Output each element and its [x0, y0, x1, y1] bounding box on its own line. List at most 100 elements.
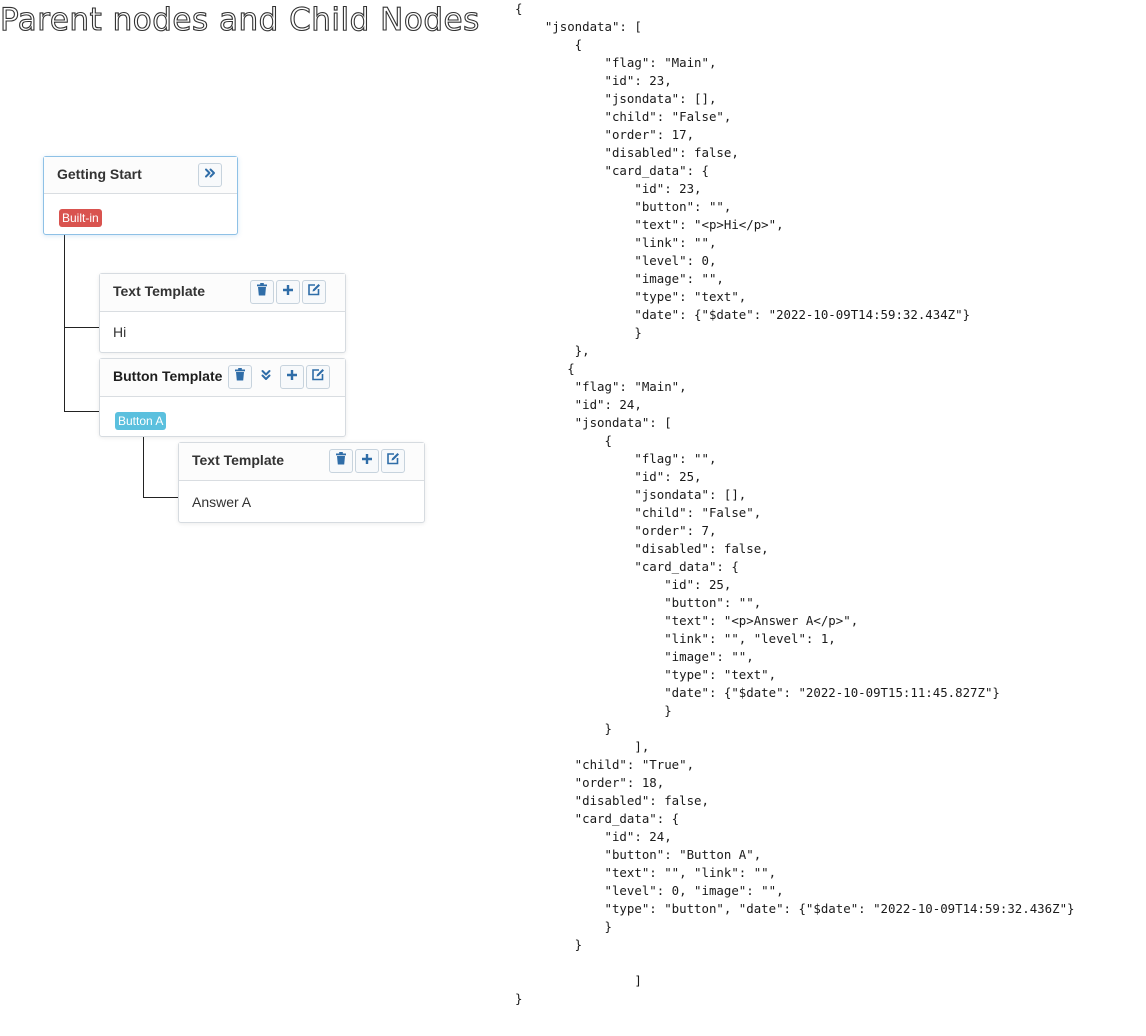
- code-line: "jsondata": [: [515, 19, 642, 34]
- card-actions: [329, 449, 405, 473]
- card-body: Button A: [100, 397, 345, 436]
- code-line: "child": "True",: [515, 757, 695, 772]
- button-template-card[interactable]: Button Template: [99, 358, 346, 437]
- tree-connector-horizontal-3: [143, 497, 179, 498]
- delete-button[interactable]: [329, 449, 353, 473]
- code-line: "link": "",: [515, 235, 717, 250]
- card-header: Button Template: [100, 359, 345, 397]
- builtin-badge: Built-in: [59, 209, 102, 227]
- code-line: "image": "",: [515, 649, 754, 664]
- card-title: Button Template: [113, 368, 223, 384]
- code-line: "flag": "",: [515, 451, 717, 466]
- card-header: Getting Start: [44, 157, 237, 194]
- code-line: "card_data": {: [515, 811, 680, 826]
- text-template-card[interactable]: Text Template Answer A: [178, 442, 425, 523]
- edit-button[interactable]: [302, 280, 326, 304]
- code-line: }: [515, 919, 612, 934]
- delete-button[interactable]: [250, 280, 274, 304]
- add-button[interactable]: [280, 365, 304, 389]
- code-line: "button": "Button A",: [515, 847, 762, 862]
- code-line: {: [515, 433, 612, 448]
- card-title: Text Template: [192, 452, 285, 468]
- code-line: "card_data": {: [515, 559, 739, 574]
- tree-connector-horizontal-1: [64, 327, 100, 328]
- card-title: Getting Start: [57, 166, 142, 182]
- code-line: "type": "button", "date": {"$date": "202…: [515, 901, 1075, 916]
- code-line: "order": 17,: [515, 127, 695, 142]
- code-line: ]: [515, 973, 642, 988]
- plus-icon: [282, 283, 294, 301]
- code-line: "text": "", "link": "",: [515, 865, 777, 880]
- code-line: "id": 23,: [515, 181, 702, 196]
- card-body-text: Answer A: [192, 494, 252, 510]
- code-line: {: [515, 37, 583, 52]
- code-line: "id": 24,: [515, 829, 672, 844]
- code-line: "type": "text",: [515, 667, 777, 682]
- code-line: "type": "text",: [515, 289, 747, 304]
- add-button[interactable]: [276, 280, 300, 304]
- code-line: "order": 7,: [515, 523, 717, 538]
- card-header: Text Template: [179, 443, 424, 481]
- card-actions: [250, 280, 326, 304]
- button-a-badge[interactable]: Button A: [115, 412, 167, 430]
- code-line: "flag": "Main",: [515, 55, 717, 70]
- card-header: Text Template: [100, 274, 345, 312]
- code-line: "date": {"$date": "2022-10-09T14:59:32.4…: [515, 307, 971, 322]
- text-template-card[interactable]: Text Template Hi: [99, 273, 346, 353]
- edit-button[interactable]: [381, 449, 405, 473]
- code-line: "date": {"$date": "2022-10-09T15:11:45.8…: [515, 685, 1000, 700]
- edit-icon: [307, 283, 321, 301]
- edit-icon: [311, 368, 325, 386]
- code-line: "child": "False",: [515, 109, 732, 124]
- trash-icon: [234, 368, 246, 386]
- double-chevron-down-icon: [260, 368, 272, 386]
- card-body: Built-in: [44, 194, 237, 234]
- code-line: }: [515, 937, 583, 952]
- code-line: "order": 18,: [515, 775, 665, 790]
- code-line: "button": "",: [515, 595, 762, 610]
- code-line: "flag": "Main",: [515, 379, 687, 394]
- code-line: "jsondata": [: [515, 415, 672, 430]
- card-body: Hi: [100, 312, 345, 352]
- edit-button[interactable]: [306, 365, 330, 389]
- delete-button[interactable]: [228, 365, 252, 389]
- expand-button[interactable]: [198, 163, 222, 187]
- plus-icon: [361, 452, 373, 470]
- add-button[interactable]: [355, 449, 379, 473]
- code-line: "id": 24,: [515, 397, 642, 412]
- code-line: }: [515, 703, 672, 718]
- code-line: "jsondata": [],: [515, 487, 747, 502]
- code-line: "link": "", "level": 1,: [515, 631, 836, 646]
- code-line: [515, 954, 1075, 972]
- code-line: }: [515, 325, 642, 340]
- code-line: "level": 0, "image": "",: [515, 883, 784, 898]
- page-title: Parent nodes and Child Nodes: [0, 1, 480, 38]
- code-line: "text": "<p>Answer A</p>",: [515, 613, 859, 628]
- collapse-button[interactable]: [254, 365, 278, 389]
- code-line: }: [515, 721, 612, 736]
- code-line: }: [515, 991, 523, 1006]
- code-line: "button": "",: [515, 199, 732, 214]
- code-line: "text": "<p>Hi</p>",: [515, 217, 784, 232]
- code-line: "image": "",: [515, 271, 724, 286]
- getting-start-card[interactable]: Getting Start Built-in: [43, 156, 238, 235]
- code-line: "card_data": {: [515, 163, 709, 178]
- code-line: "level": 0,: [515, 253, 717, 268]
- tree-connector-vertical-1: [64, 235, 65, 412]
- code-line: "jsondata": [],: [515, 91, 717, 106]
- card-title: Text Template: [113, 283, 206, 299]
- code-line: "id": 25,: [515, 469, 702, 484]
- tree-connector-horizontal-2: [64, 411, 100, 412]
- tree-connector-vertical-2: [143, 437, 144, 498]
- card-actions: [228, 365, 330, 389]
- code-line: "disabled": false,: [515, 145, 739, 160]
- trash-icon: [256, 283, 268, 301]
- card-body-text: Hi: [113, 324, 127, 340]
- edit-icon: [386, 452, 400, 470]
- code-line: "child": "False",: [515, 505, 762, 520]
- code-line: ],: [515, 739, 650, 754]
- code-line: "disabled": false,: [515, 541, 769, 556]
- card-body: Answer A: [179, 481, 424, 522]
- plus-icon: [286, 368, 298, 386]
- code-line: "id": 23,: [515, 73, 672, 88]
